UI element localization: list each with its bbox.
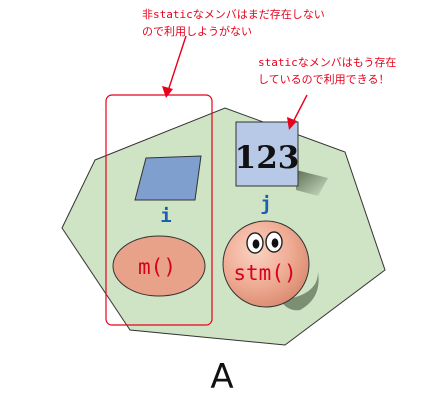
ball-shadow: [280, 272, 319, 311]
class-name-label: A: [210, 357, 233, 397]
field-i-label: i: [160, 205, 171, 227]
class-area: [61, 107, 386, 346]
static-note-line1: staticなメンバはもう存在: [258, 56, 397, 69]
static-method-stm-ball: [222, 220, 310, 308]
non-static-region: [105, 94, 213, 326]
j-value: 123: [235, 140, 300, 176]
field-i-box: [134, 155, 202, 201]
static-note: staticなメンバはもう存在 しているので利用できる！: [258, 54, 396, 88]
method-stm-label: stm(): [233, 261, 296, 285]
non-static-arrow-icon: [162, 35, 187, 98]
face-eyes-icon: [246, 231, 283, 254]
static-note-line2: しているので利用できる！: [258, 73, 390, 86]
field-j-label: j: [260, 193, 271, 215]
static-box-shadow: [296, 170, 328, 196]
method-m-label: m(): [138, 255, 176, 279]
non-static-note: 非staticなメンバはまだ存在しない ので利用しようがない: [142, 6, 325, 40]
static-field-j-box: [235, 121, 299, 187]
non-static-note-line2: ので利用しようがない: [142, 25, 252, 38]
non-static-note-line1: 非staticなメンバはまだ存在しない: [142, 8, 325, 21]
static-arrow-icon: [287, 94, 308, 130]
method-m-ellipse: [112, 235, 206, 297]
